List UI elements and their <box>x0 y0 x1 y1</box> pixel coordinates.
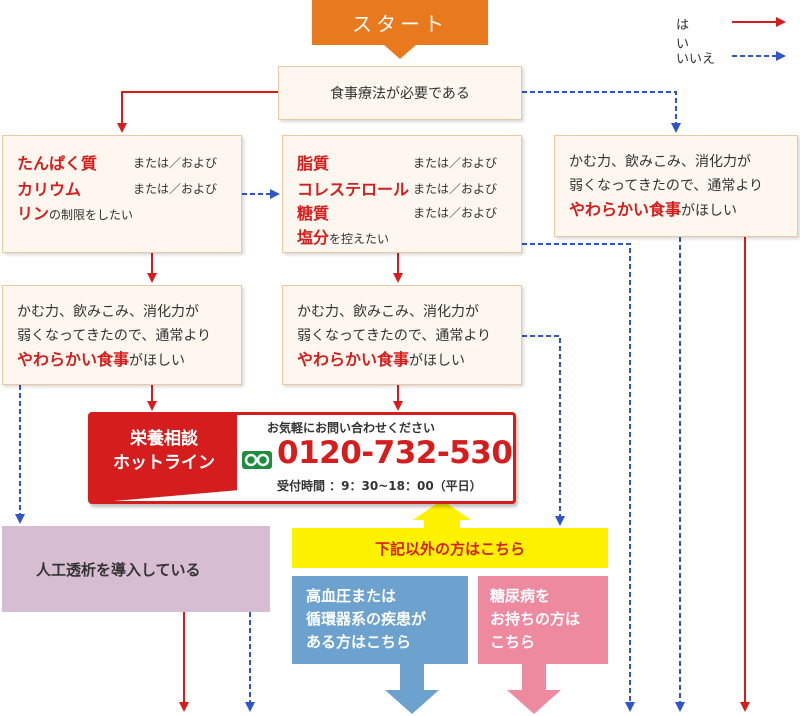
dialysis-label: 人工透析を導入している <box>36 560 201 579</box>
fat-control-box: 脂質 または／および コレステロール または／および 糖質 または／および 塩分… <box>282 135 522 253</box>
fat-label: 脂質 <box>297 154 330 173</box>
soft-food-highlight: やわらかい食事 <box>297 350 410 369</box>
soft-food-line3-rest: がほしい <box>409 353 466 369</box>
soft-food-line2: 弱くなってきたので、通常より <box>297 328 492 344</box>
diabetes-line2: お持ちの方は <box>490 610 581 628</box>
protein-label: たんぱく質 <box>17 154 98 173</box>
dietary-therapy-label: 食事療法が必要である <box>330 86 470 102</box>
hotline-title-line1: 栄養相談 <box>130 429 198 449</box>
blue-down-arrow <box>385 664 439 714</box>
legend-yes-label: はい <box>676 18 690 52</box>
soft-food-box-right: かむ力、飲みこみ、消化力が 弱くなってきたので、通常より やわらかい食事がほしい <box>554 135 798 237</box>
hotline-ribbon: 栄養相談 ホットライン <box>91 415 237 487</box>
sugar-label: 糖質 <box>297 204 330 223</box>
diabetes-box[interactable]: 糖尿病を お持ちの方は こちら <box>478 576 608 664</box>
soft-food-line1: かむ力、飲みこみ、消化力が <box>17 304 199 320</box>
arrow-need-yes <box>117 91 278 133</box>
free-dial-icon <box>242 451 272 469</box>
control-text: を控えたい <box>329 232 390 246</box>
hotline-hours: 受付時間 ：9：30~18：00（平日） <box>277 479 482 493</box>
potassium-label: カリウム <box>17 180 82 199</box>
soft-food-line1: かむ力、飲みこみ、消化力が <box>297 304 479 320</box>
soft-food-line2: 弱くなってきたので、通常より <box>17 328 212 344</box>
diabetes-line1: 糖尿病を <box>490 587 551 605</box>
hypertension-line2: 循環器系の疾患が <box>306 610 427 628</box>
protein-option: または／および <box>133 156 218 170</box>
soft-food-line3-rest: がほしい <box>129 353 186 369</box>
soft-food-line3-rest: がほしい <box>681 203 738 219</box>
soft-food-box-left: かむ力、飲みこみ、消化力が 弱くなってきたので、通常より やわらかい食事がほしい <box>2 285 242 385</box>
sugar-option: または／および <box>413 206 498 220</box>
soft-food-highlight: やわらかい食事 <box>569 200 682 219</box>
other-cases-label: 下記以外の方はこちら <box>374 539 525 558</box>
soft-food-highlight: やわらかい食事 <box>17 350 130 369</box>
cholesterol-label: コレステロール <box>297 180 410 199</box>
fat-option: または／および <box>413 156 498 170</box>
phosphorus-label: リン <box>17 204 50 223</box>
yellow-up-arrow <box>413 500 471 528</box>
hotline-phone-number[interactable]: 0120-732-530 <box>277 435 513 471</box>
restriction-text: の制限をしたい <box>49 208 134 222</box>
potassium-option: または／および <box>133 182 218 196</box>
cholesterol-option: または／および <box>413 182 498 196</box>
soft-food-line1: かむ力、飲みこみ、消化力が <box>569 154 751 170</box>
start-pointer <box>384 45 416 59</box>
hotline-prompt: お気軽にお問い合わせください <box>267 421 436 435</box>
protein-restriction-box: たんぱく質 または／および カリウム または／および リンの制限をしたい <box>2 135 242 253</box>
soft-food-box-middle: かむ力、飲みこみ、消化力が 弱くなってきたので、通常より やわらかい食事がほしい <box>282 285 522 385</box>
arrow-need-no <box>522 91 681 133</box>
other-cases-banner[interactable]: 下記以外の方はこちら <box>292 528 608 568</box>
nutrition-hotline-box[interactable]: 栄養相談 ホットライン お気軽にお問い合わせください 0120-732-530 … <box>88 412 516 504</box>
start-label: スタート <box>352 12 448 36</box>
soft-food-line2: 弱くなってきたので、通常より <box>569 178 764 194</box>
start-box: スタート <box>312 0 488 45</box>
hypertension-box[interactable]: 高血圧または 循環器系の疾患が ある方はこちら <box>292 576 468 664</box>
legend-no-label: いいえ <box>676 52 716 67</box>
diabetes-line3: こちら <box>490 633 536 651</box>
dietary-therapy-box: 食事療法が必要である <box>278 66 522 120</box>
hypertension-line1: 高血圧または <box>306 587 397 605</box>
arrow-fat-no <box>522 243 635 712</box>
hypertension-line3: ある方はこちら <box>306 633 412 651</box>
dialysis-box: 人工透析を導入している <box>2 526 270 612</box>
salt-label: 塩分 <box>297 228 330 247</box>
pink-down-arrow <box>507 664 561 714</box>
arrow-mid-soft-no <box>522 335 565 526</box>
hotline-title-line2: ホットライン <box>113 453 215 473</box>
